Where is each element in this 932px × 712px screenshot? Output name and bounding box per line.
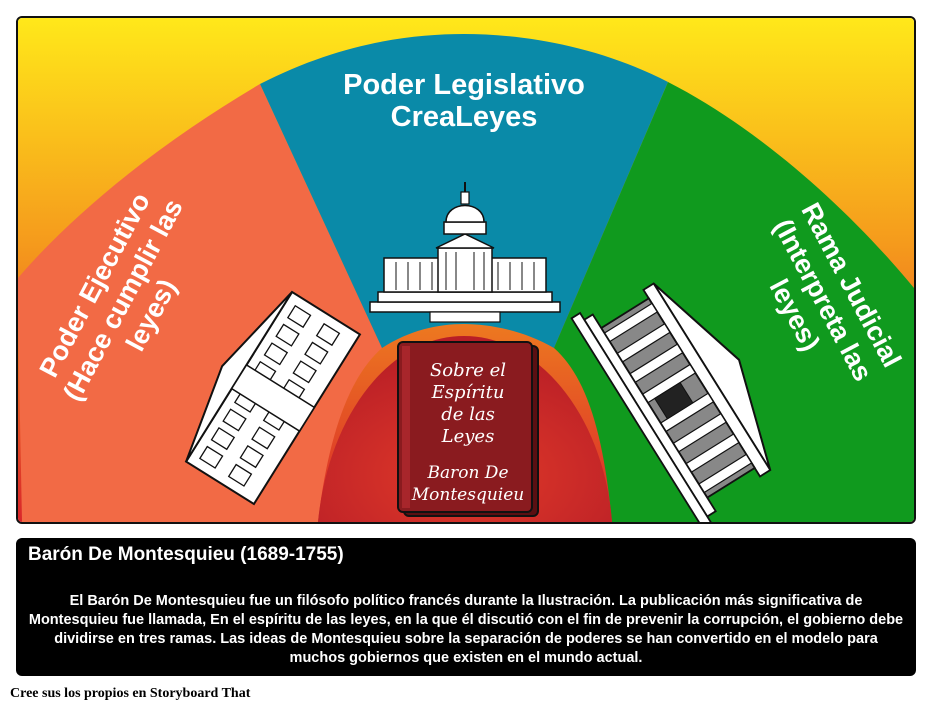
legislative-title: Poder Legislativo <box>343 69 585 101</box>
book-title-line-1: Sobre el <box>430 360 506 381</box>
book-title-line-3: de las <box>441 404 495 425</box>
capitol-icon <box>369 182 561 323</box>
legislative-subtitle: CreaLeyes <box>391 101 538 133</box>
book-title-line-2: Espíritu <box>431 382 505 403</box>
supreme-court-icon <box>570 282 772 522</box>
book-icon: Sobre el Espíritu de las Leyes Baron De … <box>397 341 539 517</box>
caption-body: El Barón De Montesquieu fue un filósofo … <box>28 593 904 666</box>
footer-credit[interactable]: Cree sus los propios en Storyboard That <box>10 686 251 701</box>
book-author-line-2: Montesquieu <box>411 485 524 505</box>
book-title-line-4: Leyes <box>441 426 495 447</box>
white-house-icon <box>184 290 362 506</box>
caption-title: Barón De Montesquieu (1689-1755) <box>28 544 344 565</box>
book-author-line-1: Baron De <box>426 463 508 483</box>
diagram-svg: Poder Legislativo CreaLeyes Poder Ejecut… <box>18 18 914 522</box>
caption-box: Barón De Montesquieu (1689-1755) El Baró… <box>16 538 916 676</box>
branches-diagram: Poder Legislativo CreaLeyes Poder Ejecut… <box>16 16 916 524</box>
